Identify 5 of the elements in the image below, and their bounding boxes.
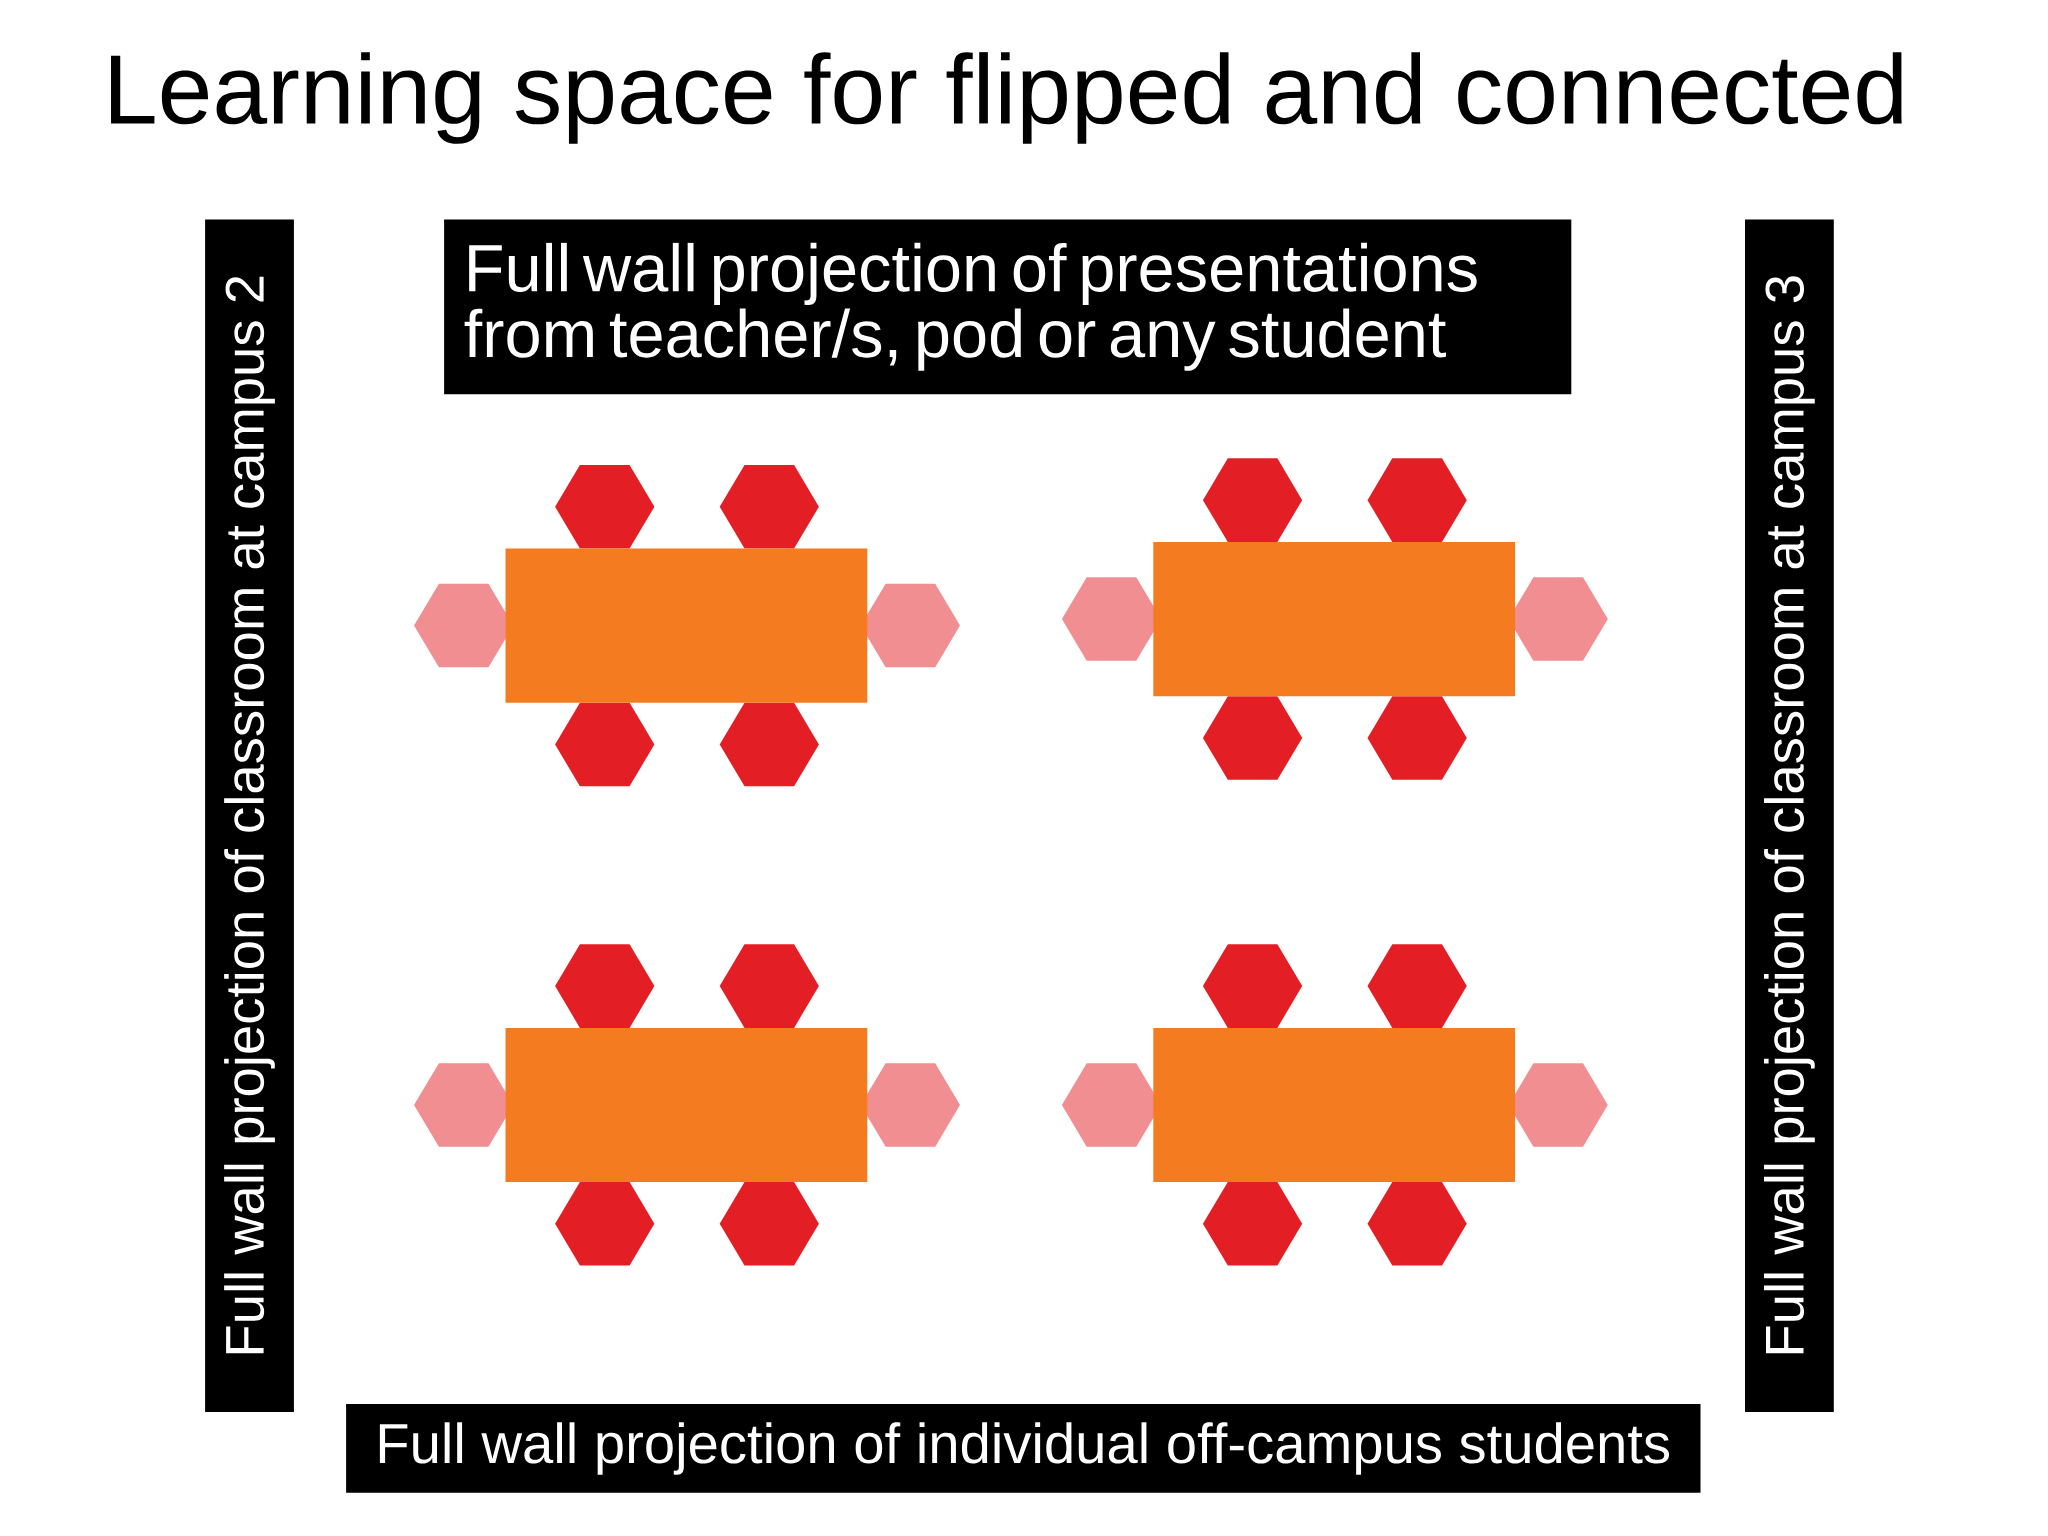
projection-banner: Full wall projection of individual off-campus students <box>346 1404 1701 1493</box>
projection-banner: Full wall projection of presentations from teacher/s, pod or any student <box>444 219 1572 395</box>
projection-banner: Full wall projection of classroom at campus 3 <box>1745 219 1834 1412</box>
projection-banner: Full wall projection of classroom at campus 2 <box>205 219 294 1412</box>
title: Learning space for flipped and connected <box>111 52 1902 144</box>
